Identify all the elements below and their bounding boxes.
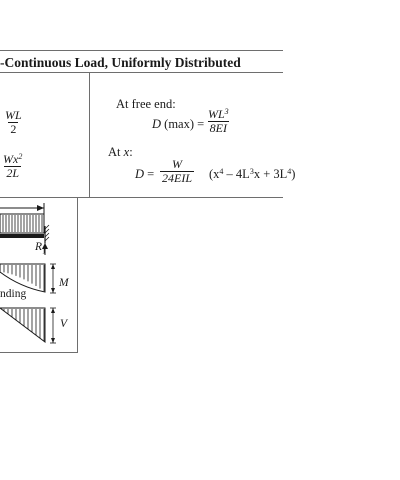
shear-fraction: Wx2 2L	[3, 152, 23, 180]
shear-diagram	[0, 307, 46, 344]
deflection-lhs: D =	[135, 167, 155, 181]
reaction-label: R1	[35, 241, 47, 256]
deflection-fraction: W 24EIL	[160, 157, 194, 185]
diagram-bottom-rule	[0, 352, 78, 353]
reaction-fraction: WL 2	[5, 108, 22, 136]
moment-label: M	[59, 277, 69, 289]
dmax-fraction: WL3 8EI	[207, 107, 229, 135]
beam	[0, 234, 44, 238]
header-bottom-rule	[0, 72, 283, 73]
free-end-label: At free end:	[116, 97, 176, 111]
diagram-right-border	[77, 197, 78, 353]
bending-text: nding	[0, 288, 27, 300]
table-title: -Continuous Load, Uniformly Distributed	[0, 55, 241, 70]
distributed-load-block	[0, 213, 45, 234]
formula-bottom-rule	[0, 197, 283, 198]
at-x-label: At x:	[108, 145, 133, 159]
shear-label: V	[60, 318, 68, 330]
dmax-lhs: D (max) =	[152, 117, 205, 131]
table-top-rule	[0, 50, 283, 51]
moment-diagram	[0, 263, 46, 293]
deflection-rhs: (x4 – 4L3x + 3L4)	[209, 167, 296, 181]
column-divider	[89, 72, 90, 198]
